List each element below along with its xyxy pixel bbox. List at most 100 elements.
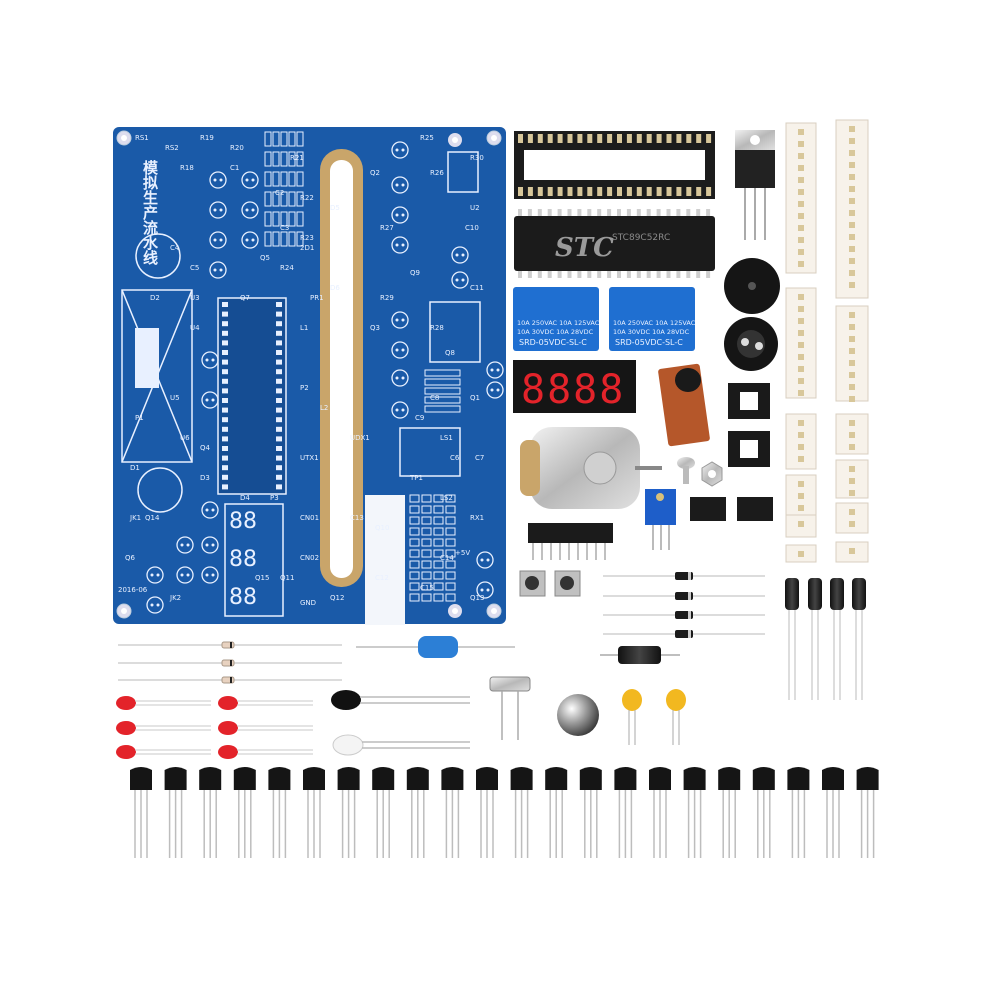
- pcb-silk-label: C11: [470, 284, 484, 292]
- voltage-regulator: [735, 130, 775, 240]
- pcb-silk-label: PR1: [310, 294, 324, 302]
- pcb-silk-label: C13: [350, 514, 364, 522]
- pcb-silk-label: U2: [470, 204, 480, 212]
- pcb-title-vertical: 模拟生产流水线: [141, 159, 159, 266]
- pcb-transistor-pad: [476, 581, 494, 599]
- pcb-silk-label: C5: [190, 264, 199, 272]
- svg-text:88: 88: [229, 547, 257, 572]
- pcb-silk-label: Q7: [240, 294, 250, 302]
- mcu-chip: STC STC89C52RC: [514, 209, 715, 278]
- transistor: [372, 767, 395, 790]
- pcb-silk-label: C15: [420, 584, 434, 592]
- pcb-silk-label: Q1: [470, 394, 480, 402]
- pcb-silk-label: R20: [230, 144, 244, 152]
- pcb-silk-label: L1: [300, 324, 308, 332]
- pcb-transistor-pad: [391, 341, 409, 359]
- pcb-transistor-pad: [451, 246, 469, 264]
- pcb-silk-label: Q10: [375, 524, 389, 532]
- pcb-silk-label: C8: [430, 394, 439, 402]
- transistor: [822, 767, 844, 790]
- transistor: [406, 767, 429, 790]
- pcb-silk-label: R18: [180, 164, 194, 172]
- trimmer-potentiometer: [645, 489, 676, 550]
- relay-1: 10A 250VAC 10A 125VAC 10A 30VDC 10A 28VD…: [513, 287, 600, 351]
- pcb-transistor-pad: [391, 401, 409, 419]
- pcb-transistor-pad: [209, 231, 227, 249]
- ic-socket-8pin-1: [728, 383, 770, 419]
- red-led: [218, 745, 238, 759]
- pcb-transistor-pad: [241, 201, 259, 219]
- pcb-silk-label: L2: [320, 404, 328, 412]
- transistor: [752, 767, 775, 790]
- pcb-silk-label: R26: [430, 169, 444, 177]
- pcb-silk-label: R27: [380, 224, 394, 232]
- pcb-silk-label: C9: [415, 414, 424, 422]
- pcb-silk-label: TP1: [409, 474, 423, 482]
- nut: [701, 461, 723, 487]
- pcb-transistor-pad: [201, 391, 219, 409]
- pcb-silk-label: RS1: [135, 134, 149, 142]
- seven-segment-display: 8888: [513, 360, 636, 413]
- pcb-transistor-pad: [476, 551, 494, 569]
- pcb-silk-label: P3: [270, 494, 279, 502]
- film-capacitor: [356, 636, 515, 658]
- transistor: [476, 767, 498, 790]
- pcb-silk-label: R19: [200, 134, 214, 142]
- push-button-2: [554, 570, 581, 597]
- pcb-transistor-pad: [209, 261, 227, 279]
- dip-ic-1: [690, 497, 726, 521]
- pcb-silk-label: JK1: [129, 514, 141, 522]
- crystal-oscillator: [489, 676, 531, 740]
- pcb-silk-label: Q11: [280, 574, 294, 582]
- pcb-transistor-pad: [391, 141, 409, 159]
- pcb-silk-label: C7: [475, 454, 484, 462]
- pcb-silk-label: GND: [300, 599, 316, 607]
- transistor: [130, 767, 152, 790]
- pcb-transistor-pad: [209, 171, 227, 189]
- ir-receiver-led: [331, 690, 470, 710]
- pcb-silk-label: Q4: [200, 444, 211, 452]
- screw: [677, 457, 695, 484]
- pcb-silk-label: LS2: [440, 494, 453, 502]
- pcb-silk-label: U6: [180, 434, 190, 442]
- red-led: [218, 721, 238, 735]
- pcb-silk-label: R28: [430, 324, 444, 332]
- pcb-silk-label: D5: [330, 204, 340, 212]
- ceramic-capacitor-2: [666, 689, 686, 745]
- pcb-silk-label: +5V: [455, 549, 470, 557]
- buzzer: [724, 258, 780, 314]
- transistor: [649, 767, 671, 790]
- pcb-silk-label: C6: [450, 454, 460, 462]
- mcu-brand: STC: [555, 233, 614, 263]
- red-led: [116, 696, 136, 710]
- sensor-module: [658, 363, 710, 447]
- pcb-silk-label: R30: [470, 154, 484, 162]
- pcb-transistor-pad: [176, 536, 194, 554]
- electrolytic-capacitors: [785, 578, 866, 700]
- red-led: [218, 696, 238, 710]
- transistor: [337, 767, 360, 790]
- pcb-silk-label: C12: [375, 574, 389, 582]
- pcb-silk-label: Q5: [260, 254, 270, 262]
- transistor: [856, 767, 879, 790]
- pcb-silk-label: D3: [200, 474, 210, 482]
- pcb-silk-label: Q8: [445, 349, 455, 357]
- pcb-silk-label: Q2: [370, 169, 380, 177]
- transistor: [233, 767, 256, 790]
- pcb-silk-label: P2: [300, 384, 309, 392]
- white-connector-header: [835, 119, 869, 299]
- pcb-silk-label: C4: [170, 244, 180, 252]
- pcb-board: 88 88 88 模拟生产流水线 2016-06 RS1RS2R18R19R20…: [113, 127, 506, 625]
- relay-2-rating-2: 10A 30VDC 10A 28VDC: [613, 328, 690, 336]
- pcb-silk-label: LS1: [440, 434, 453, 442]
- diodes: [603, 572, 765, 638]
- pcb-transistor-pad: [486, 361, 504, 379]
- pcb-silk-label: D6: [330, 284, 340, 292]
- pcb-silk-label: Q9: [410, 269, 420, 277]
- pcb-silk-label: CN01: [300, 514, 319, 522]
- pcb-transistor-pad: [391, 176, 409, 194]
- pcb-silk-label: Q13: [470, 594, 484, 602]
- white-connector-header: [785, 122, 817, 274]
- pcb-transistor-pad: [176, 566, 194, 584]
